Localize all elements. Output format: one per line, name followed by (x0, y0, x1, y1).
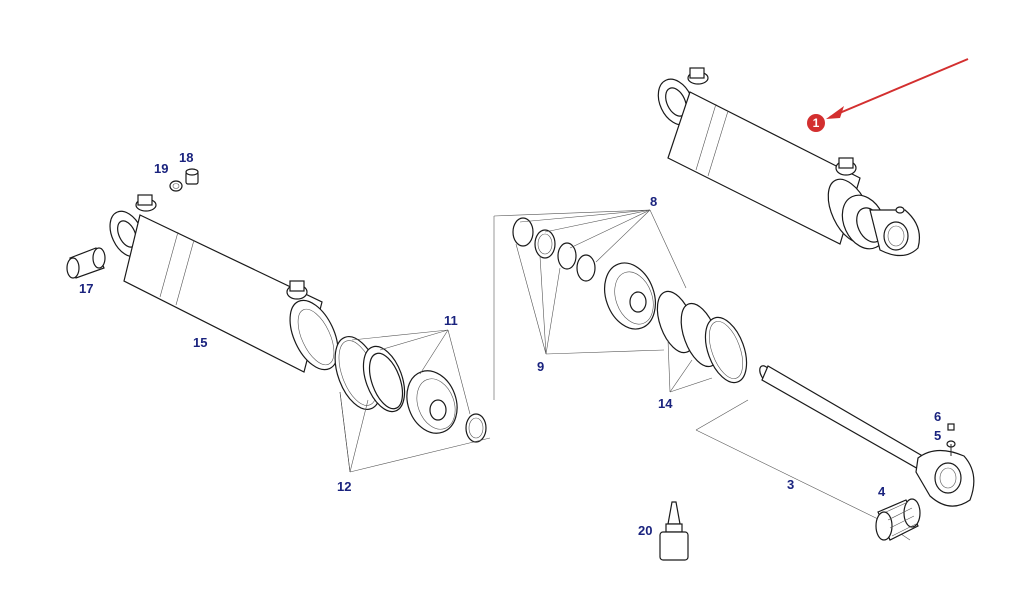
part-4-needle-bearing (875, 498, 921, 541)
callout-badge: 1 (807, 114, 825, 132)
part-label-4: 4 (878, 484, 886, 499)
callout-arrow (826, 58, 969, 119)
part-label-12: 12 (337, 479, 352, 494)
part-17-bushing (66, 247, 106, 279)
part-label-3: 3 (787, 477, 795, 492)
part-label-20: 20 (638, 523, 653, 538)
part-label-9: 9 (537, 359, 545, 374)
part-label-11: 11 (444, 313, 458, 328)
part-label-14: 14 (658, 396, 673, 411)
assembled-cylinder (657, 67, 921, 257)
part-label-18: 18 (179, 150, 194, 165)
part-8-9-seal-set (493, 209, 748, 400)
part-3-piston-rod (695, 365, 975, 541)
part-label-8: 8 (650, 194, 658, 209)
part-18-19-fittings (169, 168, 199, 192)
part-11-12-seal-set (334, 329, 491, 473)
part-label-19: 19 (154, 161, 169, 176)
part-15-barrel (109, 194, 339, 373)
part-label-5: 5 (934, 428, 942, 443)
part-label-15: 15 (193, 335, 208, 350)
part-label-6: 6 (934, 409, 942, 424)
part-20-bottle (659, 501, 689, 561)
part-5-6-grease-nipple (946, 423, 956, 456)
part-label-17: 17 (79, 281, 94, 296)
